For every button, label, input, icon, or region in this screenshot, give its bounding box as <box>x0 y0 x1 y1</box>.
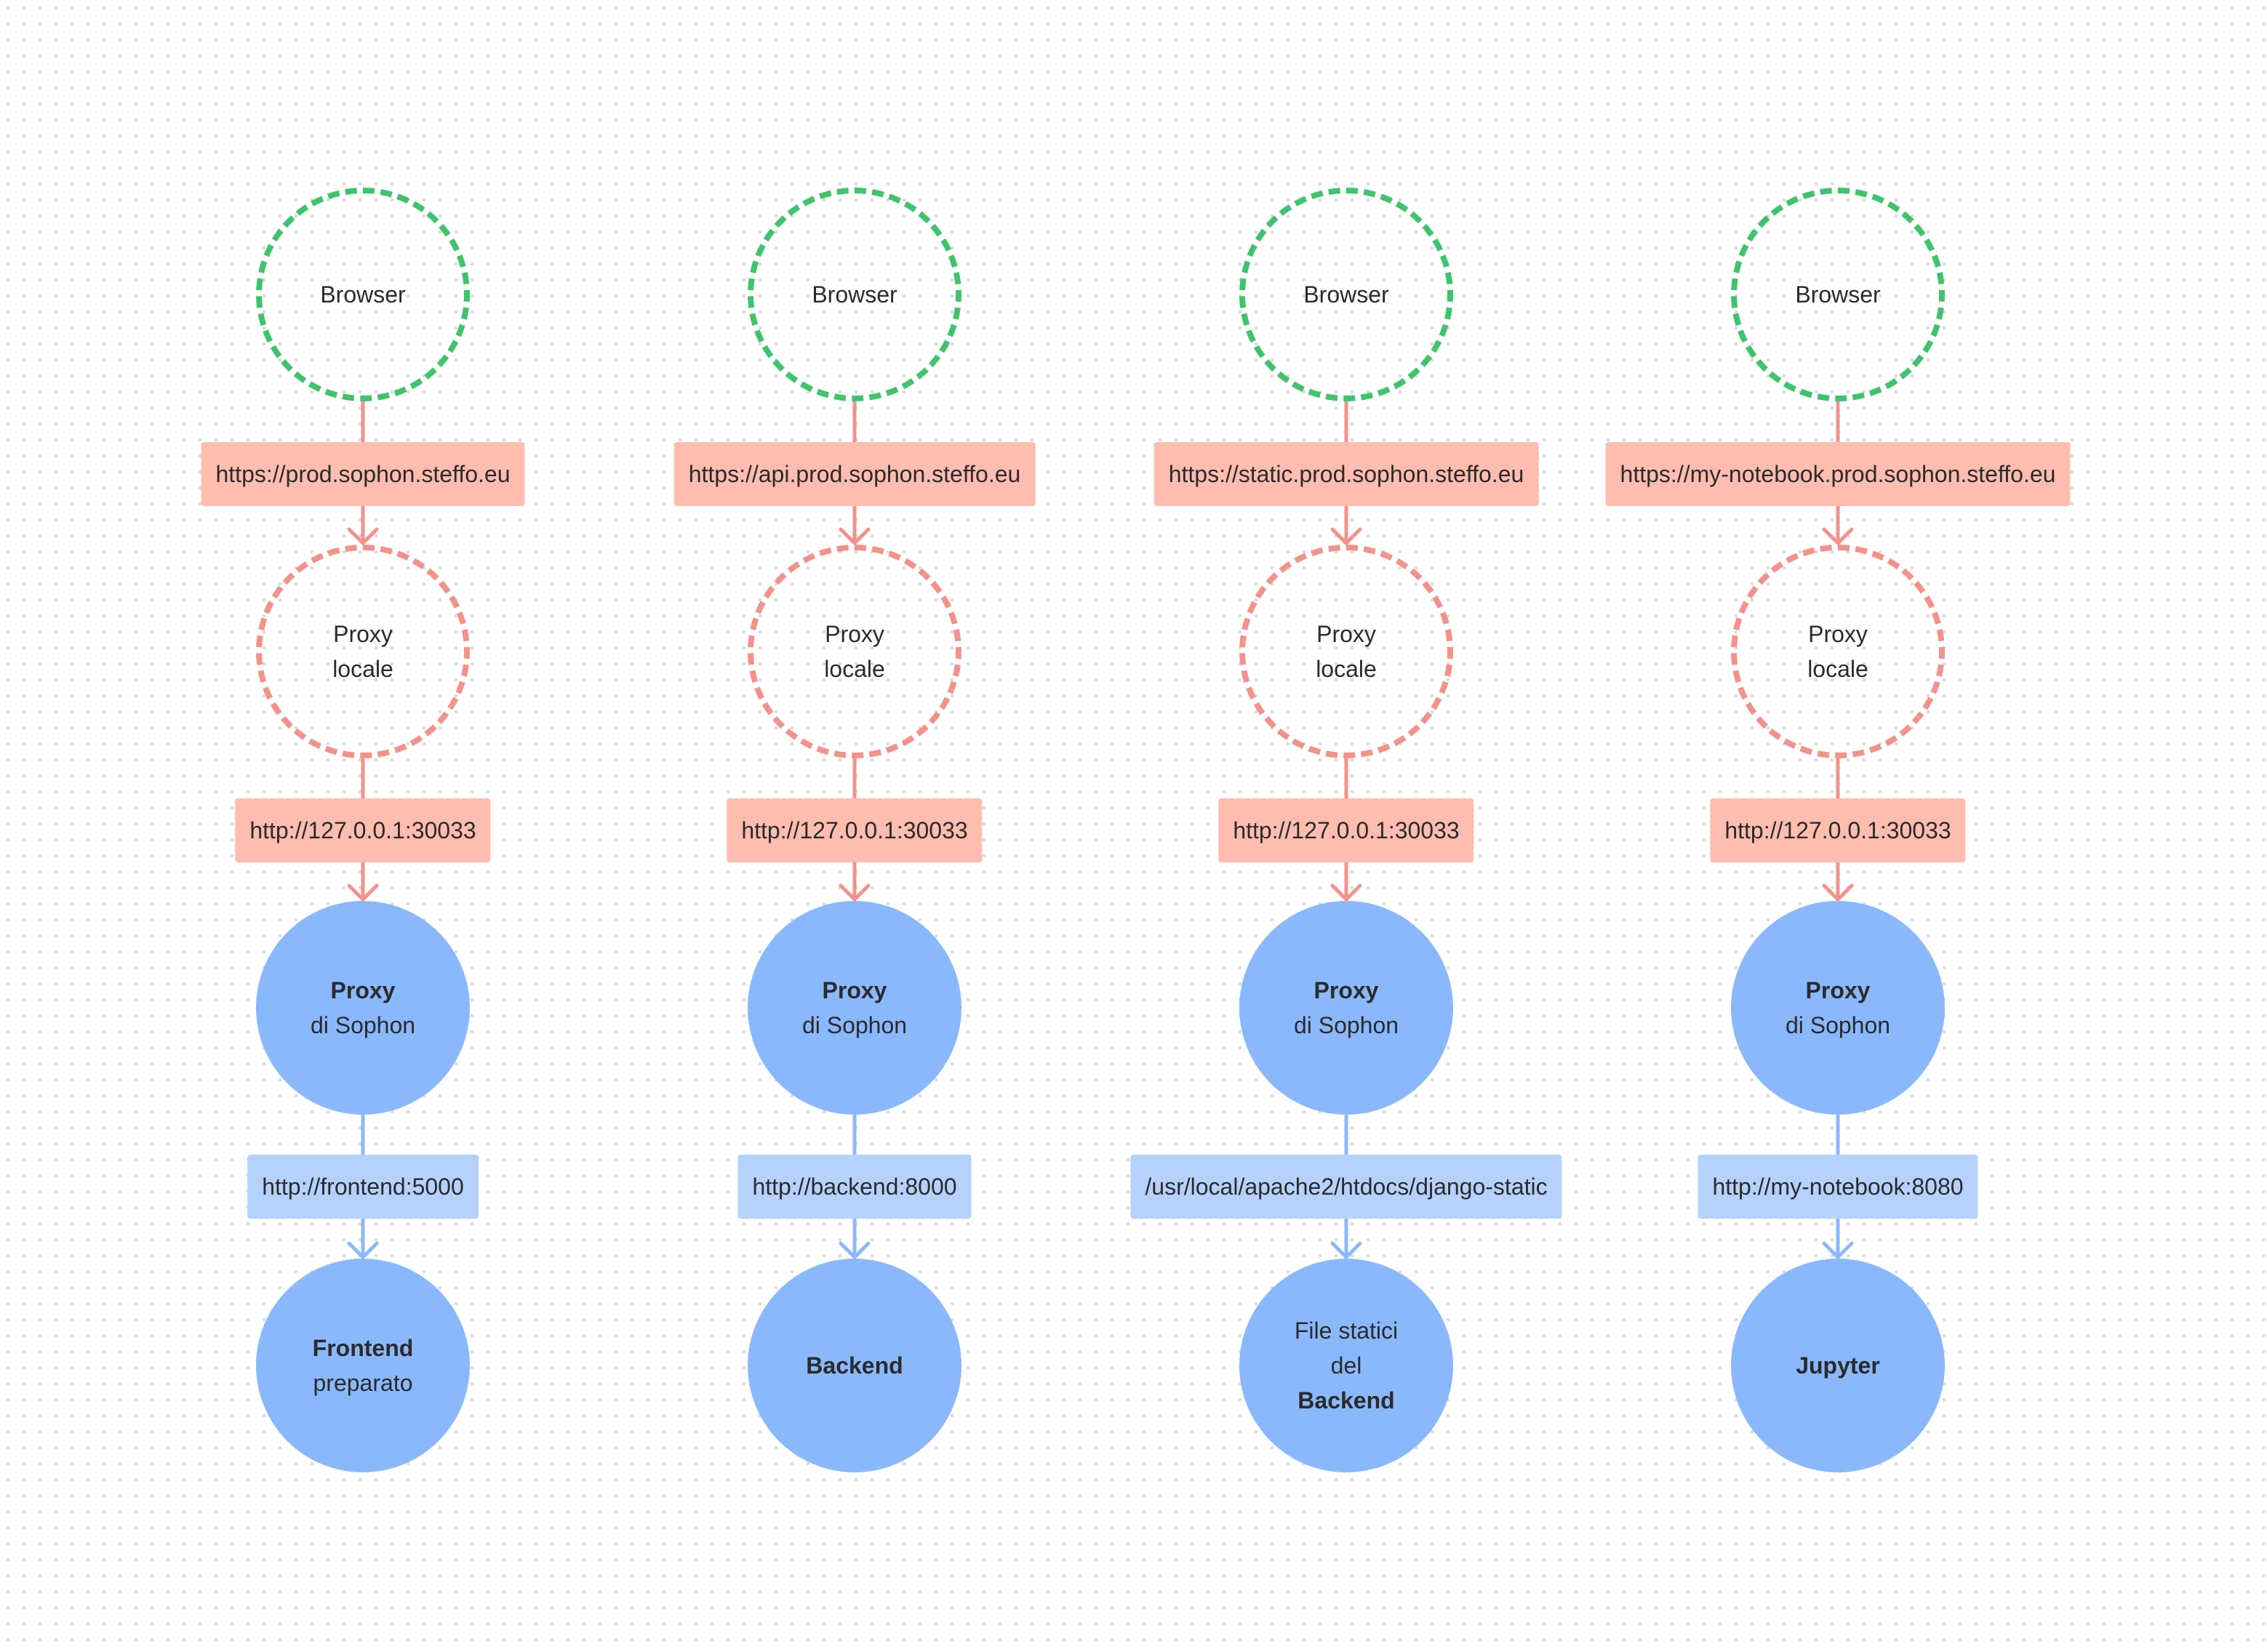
sophon-proxy-subtitle: di Sophon <box>1293 1012 1399 1038</box>
local-proxy-node: Proxy locale <box>256 545 470 758</box>
internal-url-label-text: /usr/local/apache2/htdocs/django-static <box>1145 1173 1548 1200</box>
local-proxy-label: Proxy <box>1808 621 1868 647</box>
arrow <box>1330 862 1362 902</box>
local-url-label: http://127.0.0.1:30033 <box>235 798 491 862</box>
sophon-proxy-title: Proxy <box>822 977 887 1003</box>
local-proxy-node: Proxy locale <box>1731 545 1945 758</box>
arrow <box>1330 1219 1362 1259</box>
local-url-label-text: http://127.0.0.1:30033 <box>249 817 476 843</box>
public-url-label-text: https://static.prod.sophon.steffo.eu <box>1168 460 1524 487</box>
internal-url-label: http://backend:8000 <box>737 1155 972 1219</box>
browser-label: Browser <box>1303 281 1389 308</box>
arrow <box>839 506 871 545</box>
sophon-proxy-node: Proxy di Sophon <box>748 901 961 1115</box>
local-proxy-label: locale <box>1316 656 1377 682</box>
public-url-label: https://my-notebook.prod.sophon.steffo.e… <box>1605 442 2071 506</box>
local-proxy-label: Proxy <box>333 621 393 647</box>
local-proxy-node: Proxy locale <box>1239 545 1453 758</box>
browser-node: Browser <box>1239 188 1453 401</box>
internal-url-label-text: http://frontend:5000 <box>262 1173 464 1200</box>
target-node: Frontend preparato <box>256 1259 470 1472</box>
internal-url-label-text: http://backend:8000 <box>752 1173 957 1200</box>
sophon-proxy-title: Proxy <box>1805 977 1871 1003</box>
arrow <box>347 862 379 902</box>
local-url-label: http://127.0.0.1:30033 <box>1218 798 1474 862</box>
arrow <box>347 1219 379 1259</box>
internal-url-label: http://my-notebook:8080 <box>1698 1155 1978 1219</box>
public-url-label-text: https://prod.sophon.steffo.eu <box>215 460 511 487</box>
target-label: Jupyter <box>1796 1352 1880 1379</box>
arrow <box>1330 506 1362 545</box>
target-label: Backend <box>806 1352 903 1379</box>
local-proxy-label: locale <box>332 656 393 682</box>
browser-label: Browser <box>812 281 897 308</box>
public-url-label: https://api.prod.sophon.steffo.eu <box>673 442 1036 506</box>
arrow <box>839 1219 871 1259</box>
browser-label: Browser <box>320 281 406 308</box>
sophon-proxy-subtitle: di Sophon <box>310 1012 416 1038</box>
target-label: Backend <box>1298 1387 1395 1414</box>
target-label: Frontend <box>312 1335 414 1361</box>
local-proxy-label: Proxy <box>1316 621 1376 647</box>
sophon-proxy-node: Proxy di Sophon <box>1239 901 1453 1115</box>
arrow <box>839 862 871 902</box>
internal-url-label: http://frontend:5000 <box>247 1155 479 1219</box>
browser-node: Browser <box>748 188 961 401</box>
internal-url-label: /usr/local/apache2/htdocs/django-static <box>1130 1155 1562 1219</box>
target-label: del <box>1330 1352 1362 1379</box>
sophon-proxy-node: Proxy di Sophon <box>256 901 470 1115</box>
public-url-label: https://prod.sophon.steffo.eu <box>201 442 525 506</box>
local-proxy-node: Proxy locale <box>748 545 961 758</box>
local-proxy-label: Proxy <box>825 621 884 647</box>
public-url-label-text: https://my-notebook.prod.sophon.steffo.e… <box>1620 460 2056 487</box>
browser-node: Browser <box>256 188 470 401</box>
target-node: Backend <box>748 1259 961 1472</box>
sophon-proxy-title: Proxy <box>330 977 396 1003</box>
arrow <box>1822 862 1854 902</box>
sophon-proxy-subtitle: di Sophon <box>801 1012 908 1038</box>
sophon-proxy-node: Proxy di Sophon <box>1731 901 1945 1115</box>
arrow <box>1822 1219 1854 1259</box>
local-url-label-text: http://127.0.0.1:30033 <box>1724 817 1951 843</box>
target-label: preparato <box>313 1370 413 1396</box>
internal-url-label-text: http://my-notebook:8080 <box>1712 1173 1964 1200</box>
local-proxy-label: locale <box>1807 656 1868 682</box>
local-url-label-text: http://127.0.0.1:30033 <box>741 817 968 843</box>
local-url-label-text: http://127.0.0.1:30033 <box>1233 817 1460 843</box>
public-url-label: https://static.prod.sophon.steffo.eu <box>1154 442 1539 506</box>
local-url-label: http://127.0.0.1:30033 <box>1710 798 1966 862</box>
public-url-label-text: https://api.prod.sophon.steffo.eu <box>688 460 1021 487</box>
target-node: Jupyter <box>1731 1259 1945 1472</box>
sophon-proxy-subtitle: di Sophon <box>1785 1012 1891 1038</box>
sophon-proxy-title: Proxy <box>1314 977 1379 1003</box>
local-proxy-label: locale <box>824 656 885 682</box>
browser-label: Browser <box>1795 281 1881 308</box>
browser-node: Browser <box>1731 188 1945 401</box>
target-label: File statici <box>1294 1318 1399 1344</box>
arrow <box>347 506 379 545</box>
local-url-label: http://127.0.0.1:30033 <box>727 798 983 862</box>
arrow <box>1822 506 1854 545</box>
